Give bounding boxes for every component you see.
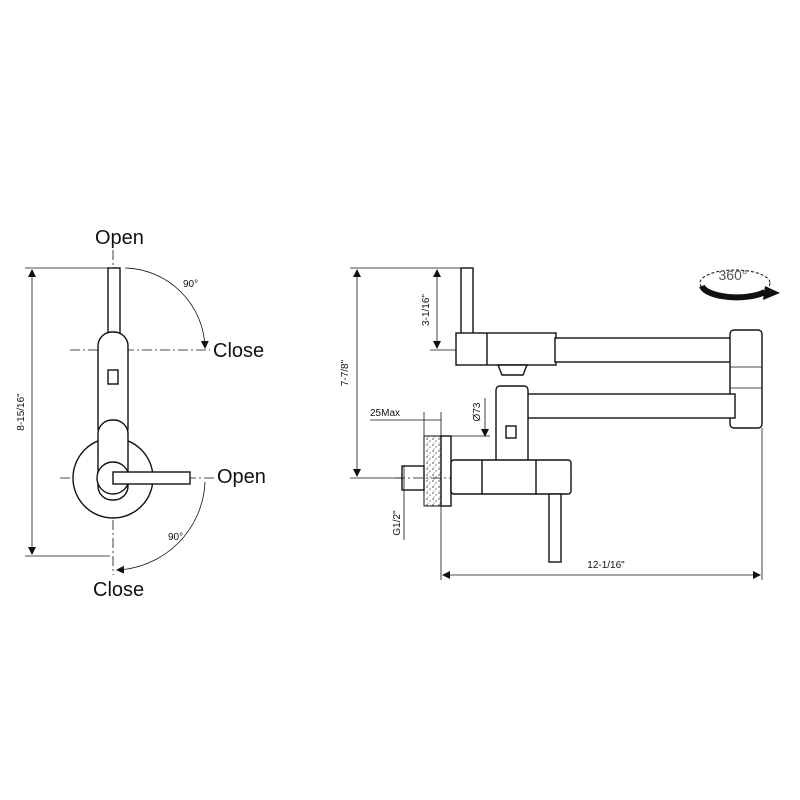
wall-section <box>423 435 442 507</box>
label-close-bottom: Close <box>93 579 144 601</box>
top-rotation-arc <box>124 267 209 349</box>
label-open-right: Open <box>217 466 266 488</box>
lower-joint-slot <box>505 425 517 439</box>
length-label: 12-1/16" <box>587 560 625 571</box>
valve-handle <box>548 493 562 563</box>
spout-drop-label: 3-1/16" <box>421 294 432 326</box>
label-close-right: Close <box>213 340 264 362</box>
bottom-lever <box>112 471 191 485</box>
rotation-label: 360° <box>719 267 748 283</box>
rotation-360-icon: 360° <box>699 267 780 301</box>
height-dim-label: 8-15/16" <box>16 393 27 431</box>
diameter-label: Ø73 <box>472 402 483 421</box>
spout-lever <box>460 267 474 339</box>
upper-arm <box>554 337 738 363</box>
label-open-top: Open <box>95 227 144 249</box>
aerator <box>496 364 529 376</box>
arm-elbow <box>729 329 763 429</box>
thread-label: G1/2" <box>392 510 403 536</box>
bottom-rotation-arc <box>116 481 206 574</box>
upper-body-slot <box>107 369 119 385</box>
bottom-angle-label: 90° <box>168 532 183 543</box>
lower-arm <box>526 393 736 419</box>
upper-joint <box>455 332 557 366</box>
front-view: 7-7/8" 3-1/16" <box>340 267 780 580</box>
valve-housing <box>450 459 572 495</box>
total-height-label: 7-7/8" <box>340 359 351 386</box>
wall-max-label: 25Max <box>370 408 400 419</box>
side-view: 8-15/16" 90° 90° Open Close Open Close <box>16 227 266 601</box>
wall-flange <box>440 435 452 507</box>
top-angle-label: 90° <box>183 279 198 290</box>
